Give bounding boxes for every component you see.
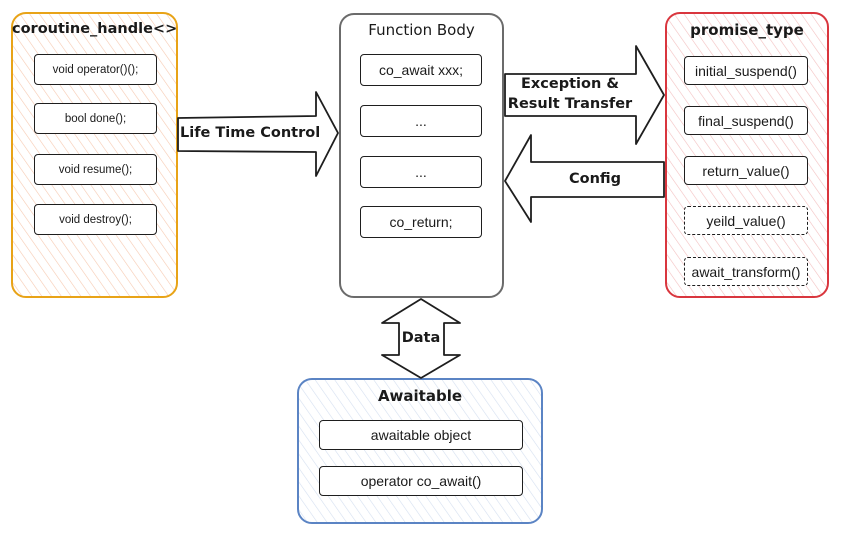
promise-type-panel: promise_type initial_suspend() final_sus… <box>666 13 828 297</box>
coroutine-handle-panel: coroutine_handle<> void operator()(); bo… <box>12 13 177 297</box>
final-suspend-method: final_suspend() <box>684 106 808 135</box>
data-label: Data <box>401 330 441 346</box>
data-double-arrow <box>381 298 461 379</box>
exception-label-line2: Result Transfer <box>507 96 633 112</box>
awaitable-object: awaitable object <box>319 420 523 450</box>
config-label: Config <box>568 171 622 187</box>
ellipsis-statement-2: ... <box>360 156 482 188</box>
operator-call-method: void operator()(); <box>34 54 157 85</box>
life-time-control-label: Life Time Control <box>180 125 321 141</box>
co-await-statement: co_await xxx; <box>360 54 482 86</box>
await-transform-method: await_transform() <box>684 257 808 286</box>
initial-suspend-method: initial_suspend() <box>684 56 808 85</box>
co-return-statement: co_return; <box>360 206 482 238</box>
function-body-title: Function Body <box>368 21 475 39</box>
yield-value-method: yeild_value() <box>684 206 808 235</box>
destroy-method: void destroy(); <box>34 204 157 235</box>
resume-method: void resume(); <box>34 154 157 185</box>
exception-label-line1: Exception & <box>521 76 619 92</box>
done-method: bool done(); <box>34 103 157 134</box>
config-arrow <box>504 134 665 223</box>
operator-co-await: operator co_await() <box>319 466 523 496</box>
return-value-method: return_value() <box>684 156 808 185</box>
life-time-control-arrow <box>177 91 339 177</box>
coroutine-handle-title: coroutine_handle<> <box>12 21 178 37</box>
awaitable-panel: Awaitable awaitable object operator co_a… <box>298 379 542 523</box>
function-body-panel: Function Body co_await xxx; ... ... co_r… <box>340 14 503 297</box>
awaitable-title: Awaitable <box>377 387 463 405</box>
ellipsis-statement-1: ... <box>360 105 482 137</box>
promise-type-title: promise_type <box>690 21 804 39</box>
exception-transfer-arrow <box>504 45 665 145</box>
